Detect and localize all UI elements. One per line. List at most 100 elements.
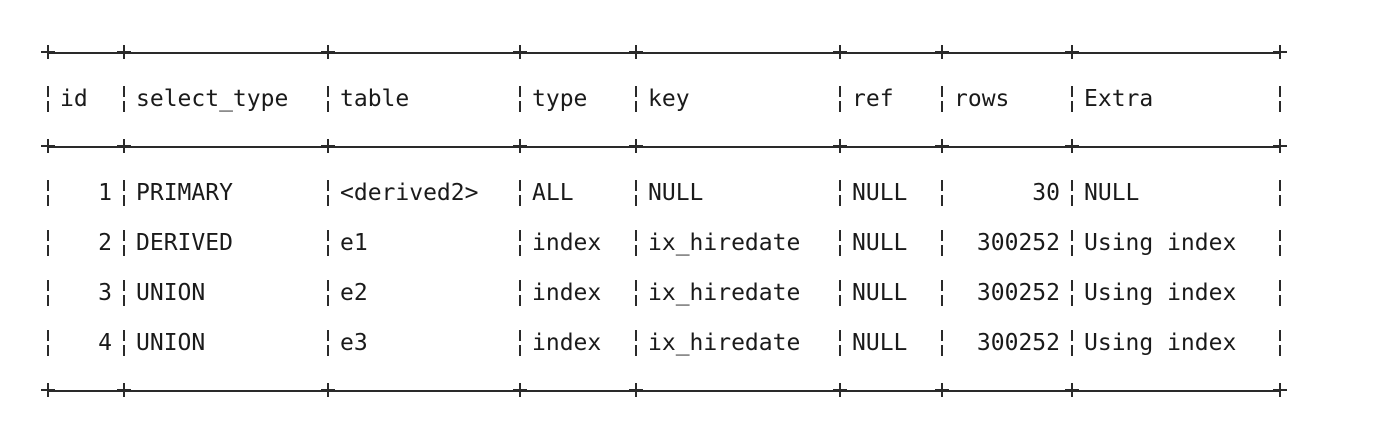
column-separator bbox=[327, 280, 329, 306]
cell-table: e3 bbox=[340, 330, 368, 356]
horizontal-rule bbox=[48, 52, 1280, 54]
column-separator bbox=[47, 280, 49, 306]
column-separator bbox=[519, 86, 521, 112]
rule-junction bbox=[629, 139, 643, 153]
column-separator bbox=[839, 280, 841, 306]
column-separator bbox=[839, 86, 841, 112]
cell-table: e2 bbox=[340, 280, 368, 306]
rule-junction bbox=[1273, 139, 1287, 153]
rule-junction bbox=[513, 383, 527, 397]
rule-junction bbox=[321, 139, 335, 153]
rule-junction bbox=[41, 139, 55, 153]
column-separator bbox=[123, 86, 125, 112]
column-separator bbox=[123, 330, 125, 356]
cell-rows: 30 bbox=[1032, 180, 1060, 206]
column-separator bbox=[1279, 280, 1281, 306]
rule-junction bbox=[833, 139, 847, 153]
column-separator bbox=[47, 330, 49, 356]
table-row: 4 UNION e3 index ix_hiredate NULL 300252… bbox=[47, 318, 1281, 368]
table-row: 1 PRIMARY <derived2> ALL NULL NULL 30 NU… bbox=[47, 168, 1281, 218]
cell-key: ix_hiredate bbox=[648, 230, 801, 256]
column-separator bbox=[47, 180, 49, 206]
horizontal-rule bbox=[48, 146, 1280, 148]
horizontal-rule bbox=[48, 390, 1280, 392]
column-separator bbox=[941, 230, 943, 256]
column-separator bbox=[1279, 330, 1281, 356]
column-separator bbox=[839, 330, 841, 356]
column-separator bbox=[47, 230, 49, 256]
column-separator bbox=[327, 330, 329, 356]
cell-table: <derived2> bbox=[340, 180, 479, 206]
cell-key: ix_hiredate bbox=[648, 280, 801, 306]
rule-junction bbox=[117, 383, 131, 397]
cell-id: 3 bbox=[98, 280, 112, 306]
rule-junction bbox=[1273, 45, 1287, 59]
rule-junction bbox=[1273, 383, 1287, 397]
rule-junction bbox=[935, 45, 949, 59]
rule-junction bbox=[1065, 139, 1079, 153]
cell-type: ALL bbox=[532, 180, 574, 206]
column-separator bbox=[123, 180, 125, 206]
rule-junction bbox=[833, 383, 847, 397]
column-separator bbox=[941, 86, 943, 112]
cell-select-type: UNION bbox=[136, 330, 206, 356]
column-separator bbox=[1071, 280, 1073, 306]
cell-rows: 300252 bbox=[976, 280, 1060, 306]
rule-junction bbox=[321, 383, 335, 397]
column-separator bbox=[327, 86, 329, 112]
column-separator bbox=[635, 86, 637, 112]
column-separator bbox=[941, 180, 943, 206]
column-separator bbox=[1071, 330, 1073, 356]
column-separator bbox=[123, 230, 125, 256]
cell-ref: NULL bbox=[852, 330, 908, 356]
cell-select-type: UNION bbox=[136, 280, 206, 306]
rule-junction bbox=[629, 45, 643, 59]
cell-id: 2 bbox=[98, 230, 112, 256]
column-separator bbox=[941, 330, 943, 356]
rule-junction bbox=[117, 139, 131, 153]
column-separator bbox=[1071, 180, 1073, 206]
table-header-row: id select_type table type key ref rows E… bbox=[47, 74, 1281, 124]
column-separator bbox=[1279, 180, 1281, 206]
header-key: key bbox=[648, 86, 690, 112]
rule-junction bbox=[513, 45, 527, 59]
column-separator bbox=[1071, 86, 1073, 112]
explain-output-table: id select_type table type key ref rows E… bbox=[41, 30, 1287, 412]
header-rows: rows bbox=[954, 86, 1010, 112]
header-select-type: select_type bbox=[136, 86, 289, 112]
column-separator bbox=[635, 330, 637, 356]
rule-junction bbox=[1065, 45, 1079, 59]
cell-type: index bbox=[532, 230, 602, 256]
column-separator bbox=[47, 86, 49, 112]
cell-type: index bbox=[532, 280, 602, 306]
column-separator bbox=[327, 230, 329, 256]
rule-junction bbox=[833, 45, 847, 59]
header-extra: Extra bbox=[1084, 86, 1154, 112]
cell-select-type: DERIVED bbox=[136, 230, 233, 256]
cell-id: 1 bbox=[98, 180, 112, 206]
rule-junction bbox=[1065, 383, 1079, 397]
rule-junction bbox=[41, 45, 55, 59]
cell-extra: Using index bbox=[1084, 280, 1237, 306]
cell-rows: 300252 bbox=[976, 330, 1060, 356]
header-ref: ref bbox=[852, 86, 894, 112]
cell-rows: 300252 bbox=[976, 230, 1060, 256]
cell-ref: NULL bbox=[852, 280, 908, 306]
column-separator bbox=[635, 230, 637, 256]
column-separator bbox=[519, 180, 521, 206]
cell-key: ix_hiredate bbox=[648, 330, 801, 356]
rule-junction bbox=[41, 383, 55, 397]
column-separator bbox=[1279, 86, 1281, 112]
column-separator bbox=[519, 230, 521, 256]
column-separator bbox=[635, 180, 637, 206]
rule-junction bbox=[513, 139, 527, 153]
column-separator bbox=[839, 180, 841, 206]
column-separator bbox=[941, 280, 943, 306]
rule-junction bbox=[321, 45, 335, 59]
cell-select-type: PRIMARY bbox=[136, 180, 233, 206]
rule-junction bbox=[935, 383, 949, 397]
column-separator bbox=[519, 280, 521, 306]
column-separator bbox=[1071, 230, 1073, 256]
header-type: type bbox=[532, 86, 588, 112]
column-separator bbox=[327, 180, 329, 206]
